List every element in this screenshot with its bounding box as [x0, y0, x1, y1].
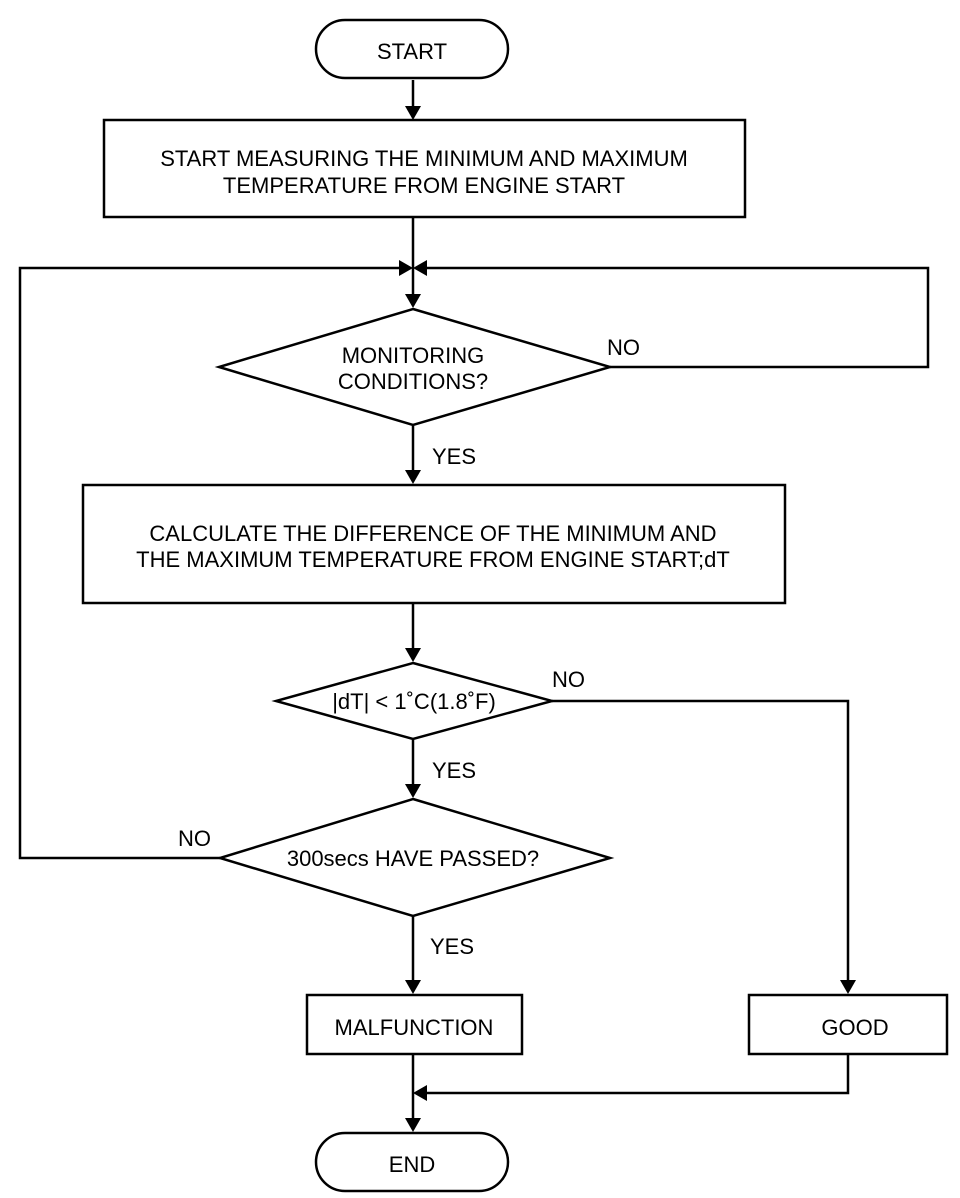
- end-label: END: [389, 1152, 435, 1177]
- end-terminator: END: [314, 1131, 510, 1193]
- arrowhead: [405, 784, 421, 798]
- arrowhead: [840, 980, 856, 994]
- time-decision: 300secs HAVE PASSED?: [215, 797, 615, 918]
- arrowhead: [413, 260, 427, 276]
- dt-decision: |dT| < 1˚C(1.8˚F): [271, 661, 557, 741]
- good-label: GOOD: [821, 1015, 888, 1040]
- dt-decision-label: |dT| < 1˚C(1.8˚F): [332, 689, 496, 714]
- start-terminator: START: [314, 18, 510, 80]
- time-yes-label: YES: [430, 934, 474, 959]
- time-no-label: NO: [178, 826, 211, 851]
- connector-time-no-loop: [18, 266, 401, 860]
- dt-no-label: NO: [552, 667, 585, 692]
- dt-yes-label: YES: [432, 758, 476, 783]
- monitoring-yes-label: YES: [432, 444, 476, 469]
- connector-good-join: [425, 1055, 850, 1095]
- time-decision-label: 300secs HAVE PASSED?: [287, 846, 539, 871]
- monitoring-decision: MONITORING CONDITIONS?: [214, 307, 615, 427]
- measure-line-1: START MEASURING THE MINIMUM AND MAXIMUM: [160, 146, 688, 171]
- arrowhead: [405, 470, 421, 484]
- malfunction-label: MALFUNCTION: [335, 1015, 494, 1040]
- calculate-process-box: CALCULATE THE DIFFERENCE OF THE MINIMUM …: [81, 483, 787, 605]
- arrowhead: [405, 1118, 421, 1132]
- malfunction-box: MALFUNCTION: [305, 993, 524, 1056]
- monitoring-line-1: MONITORING: [342, 343, 485, 368]
- measure-process-box: START MEASURING THE MINIMUM AND MAXIMUM …: [102, 118, 747, 219]
- monitoring-line-2: CONDITIONS?: [338, 369, 488, 394]
- measure-line-2: TEMPERATURE FROM ENGINE START: [223, 173, 625, 198]
- arrowhead: [413, 1085, 427, 1101]
- connector-dt-good: [552, 699, 850, 982]
- arrowhead: [405, 106, 421, 120]
- arrowhead: [405, 294, 421, 308]
- calculate-line-1: CALCULATE THE DIFFERENCE OF THE MINIMUM …: [149, 521, 716, 546]
- monitoring-no-label: NO: [607, 335, 640, 360]
- start-label: START: [377, 39, 447, 64]
- arrowhead: [405, 648, 421, 662]
- calculate-line-2: THE MAXIMUM TEMPERATURE FROM ENGINE STAR…: [136, 547, 730, 572]
- arrowhead: [405, 980, 421, 994]
- good-box: GOOD: [747, 993, 949, 1056]
- arrowhead: [399, 260, 413, 276]
- connector-monitoring-no-loop: [425, 266, 930, 369]
